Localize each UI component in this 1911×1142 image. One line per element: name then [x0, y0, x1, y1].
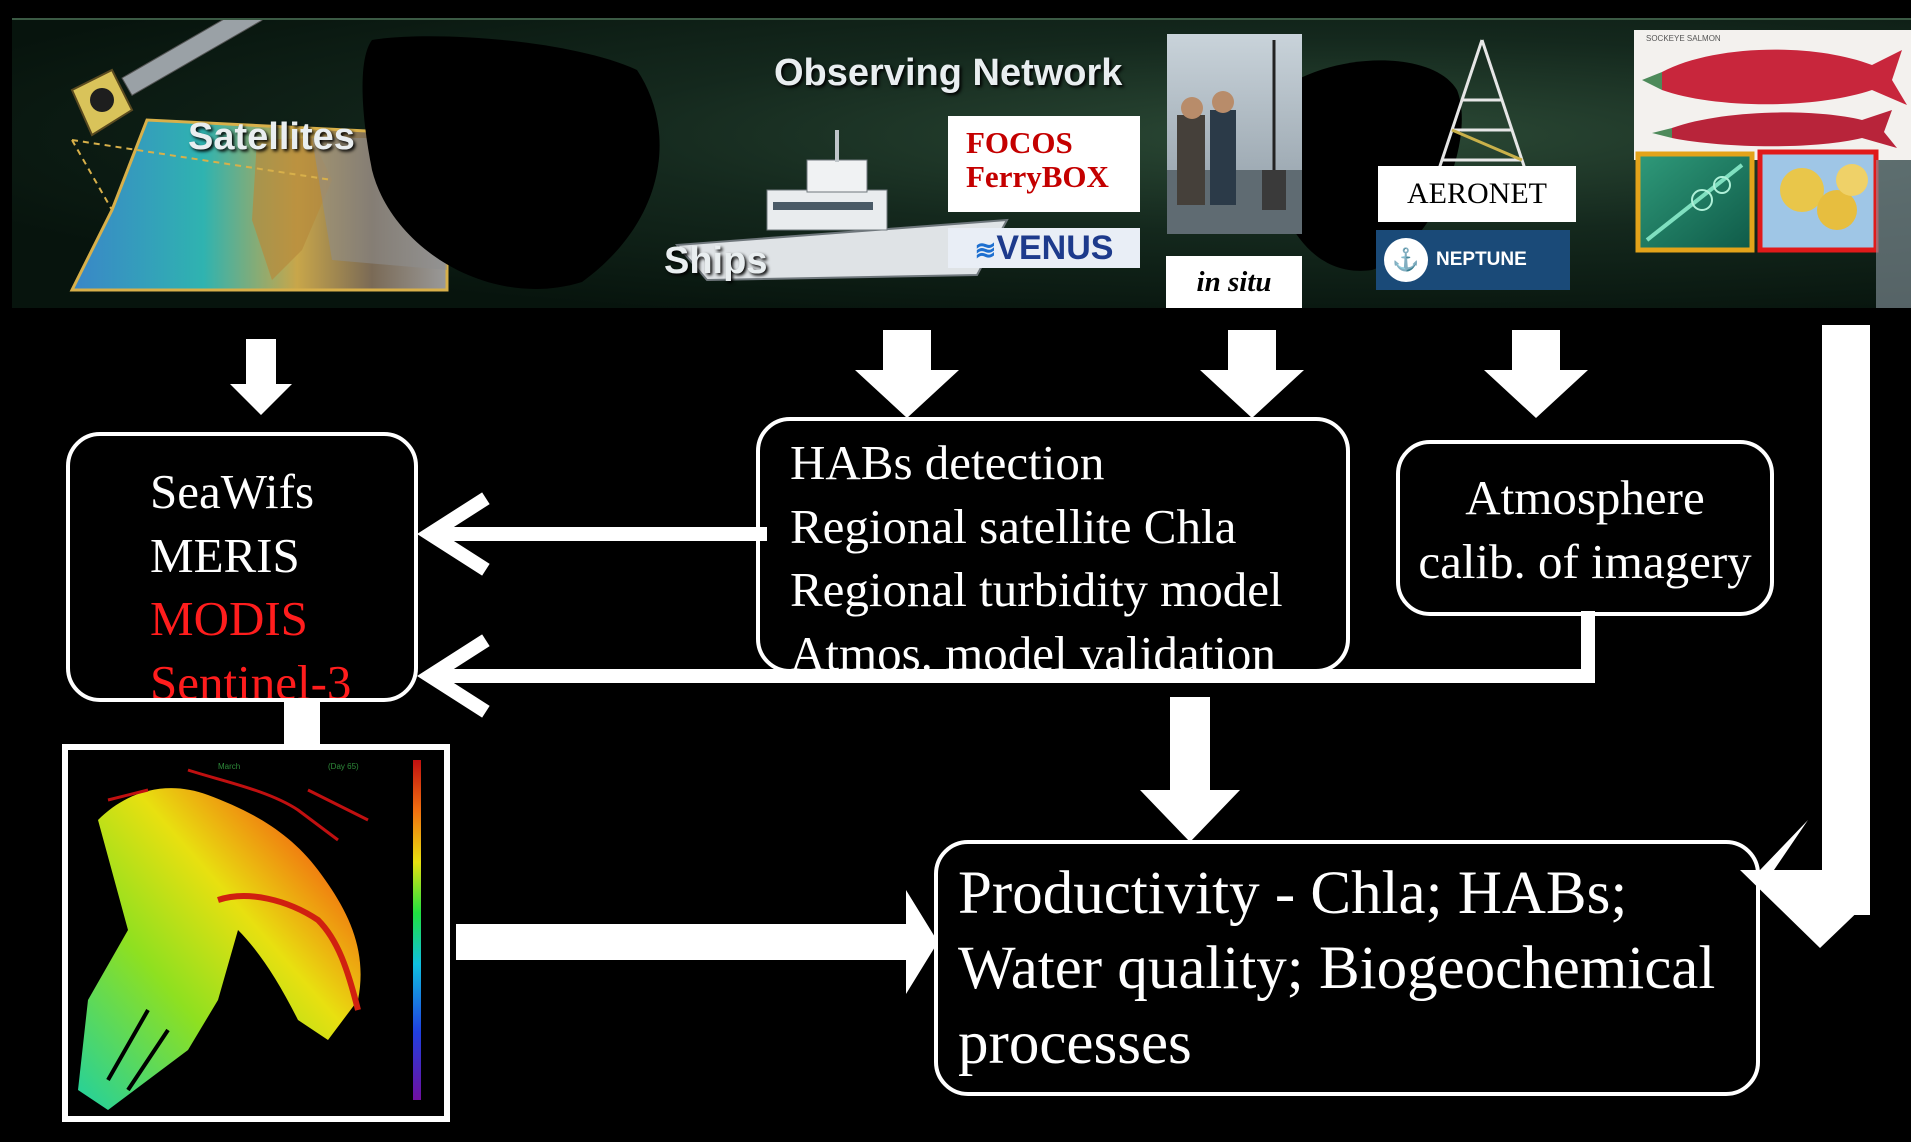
arrow-right-into-output — [1740, 820, 1870, 948]
output-list: Productivity - Chla; HABs; Water quality;… — [958, 856, 1756, 1081]
ship-illustration — [674, 130, 1009, 282]
satellites-label: Satellites — [188, 116, 355, 158]
map-title-right: (Day 65) — [328, 762, 359, 771]
aeronet-label: AERONET — [1378, 166, 1576, 222]
micrograph-diatoms — [1635, 151, 1755, 253]
redacted-area-left — [362, 36, 660, 289]
atmosphere-box: Atmosphere calib. of imagery — [1396, 440, 1774, 616]
salmon-caption: SOCKEYE SALMON — [1646, 34, 1721, 43]
observing-network-label: Observing Network — [774, 52, 1123, 94]
chlorophyll-map-panel: March (Day 65) — [62, 744, 450, 1122]
habs-box-line: Regional satellite Chla — [790, 498, 1237, 554]
neptune-logo: ⚓ NEPTUNE — [1376, 230, 1570, 290]
neptune-tower — [1430, 39, 1534, 191]
chlorophyll-map — [78, 760, 421, 1110]
arrow-aeronet-down — [1484, 330, 1588, 418]
connector-right-vertical — [1822, 325, 1870, 915]
salmon-panel — [1634, 30, 1911, 160]
satellite-icon — [70, 20, 263, 137]
map-title-left: March — [218, 762, 241, 771]
arrow-satellites-down — [230, 339, 292, 415]
output-box-line: Productivity - Chla; HABs; — [958, 860, 1628, 927]
productivity-output-box: Productivity - Chla; HABs; Water quality;… — [934, 840, 1760, 1096]
in-situ-photo — [1167, 34, 1302, 234]
venus-wave-icon: ≋ — [974, 235, 997, 265]
venus-logo: ≋VENUS — [948, 228, 1140, 268]
in-situ-label: in situ — [1166, 256, 1302, 308]
habs-box-line: HABs detection — [790, 435, 1105, 490]
neptune-label: NEPTUNE — [1436, 249, 1527, 270]
atmos-box-line: Atmosphere — [1465, 470, 1705, 525]
sensors-box-line: SeaWifs — [150, 464, 315, 519]
arrowhead-habs-to-sensors — [417, 492, 490, 576]
arrow-ships-down — [855, 330, 959, 418]
habs-box-line: Regional turbidity model — [790, 562, 1283, 618]
habs-box-line: Atmos. model validation — [790, 626, 1276, 673]
venus-label: VENUS — [996, 229, 1114, 267]
arrow-insitu-down — [1200, 330, 1304, 418]
atmos-list: Atmosphere calib. of imagery — [1400, 466, 1770, 593]
arrowhead-atmos-to-sensors — [417, 634, 490, 718]
sensors-box-line: MODIS — [150, 591, 308, 647]
focos-ferrybox-label: FOCOS FerryBOX — [948, 116, 1140, 212]
ships-label: Ships — [664, 240, 768, 282]
output-box-line: processes — [958, 1010, 1192, 1078]
banner-artwork — [69, 20, 1911, 308]
neptune-emblem-icon: ⚓ — [1384, 237, 1428, 282]
focos-label-line2: FerryBOX — [966, 159, 1109, 195]
arrow-habs-to-output — [1140, 697, 1240, 842]
focos-label-line1: FOCOS — [966, 125, 1073, 160]
sensors-box-line: MERIS — [150, 527, 300, 583]
output-box-line: Water quality; Biogeochemical — [958, 935, 1716, 1003]
arrow-map-to-output — [456, 890, 938, 994]
sensors-box-line: Sentinel-3 — [150, 655, 352, 702]
observing-network-banner: Satellites Observing Network Ships FOCOS… — [12, 18, 1911, 308]
atmos-box-line: calib. of imagery — [1418, 533, 1752, 589]
